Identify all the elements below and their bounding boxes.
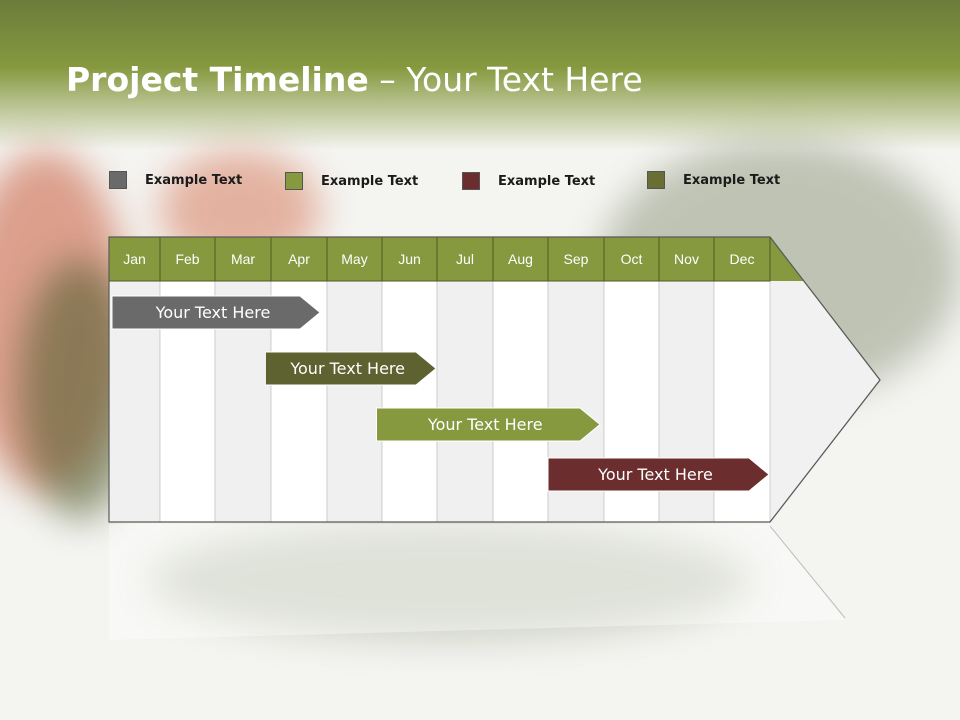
month-label-may: May: [341, 251, 368, 267]
month-label-oct: Oct: [620, 251, 643, 267]
month-column: [381, 280, 438, 523]
legend-label: Example Text: [321, 173, 419, 189]
task-label-4: Your Text Here: [598, 465, 713, 484]
legend-swatch: [647, 171, 665, 189]
legend-swatch: [109, 171, 127, 189]
legend-label: Example Text: [683, 172, 781, 188]
slide-title: Project Timeline – Your Text Here: [66, 60, 643, 99]
month-label-apr: Apr: [288, 251, 310, 267]
month-label-jun: Jun: [398, 251, 421, 267]
title-bold: Project Timeline: [66, 60, 369, 99]
legend-item-3: Example Text: [462, 172, 595, 190]
timeline-outline: [108, 236, 881, 523]
month-label-feb: Feb: [175, 251, 200, 267]
month-label-aug: Aug: [508, 251, 533, 267]
legend-label: Example Text: [145, 172, 243, 188]
timeline-reflection: [109, 524, 845, 640]
title-rest: – Your Text Here: [368, 60, 643, 99]
legend-swatch: [285, 172, 303, 190]
task-label-3: Your Text Here: [427, 415, 543, 434]
legend-label: Example Text: [498, 173, 596, 189]
month-column: [492, 280, 549, 523]
task-bar-3: [376, 407, 601, 442]
month-label-mar: Mar: [230, 251, 256, 267]
task-bar-4: [547, 457, 770, 492]
task-label-2: Your Text Here: [290, 359, 405, 378]
legend-item-2: Example Text: [285, 172, 418, 190]
reflection-edge: [769, 525, 846, 619]
header-band: [0, 0, 960, 150]
task-label-1: Your Text Here: [155, 303, 271, 322]
month-label-dec: Dec: [729, 251, 755, 267]
month-column: [436, 280, 494, 523]
legend-swatch: [462, 172, 480, 190]
month-label-sep: Sep: [563, 251, 589, 267]
month-label-jul: Jul: [456, 251, 474, 267]
legend-item-4: Example Text: [647, 171, 780, 189]
month-label-jan: Jan: [123, 251, 146, 267]
task-bar-2: [264, 351, 437, 386]
legend-item-1: Example Text: [109, 171, 242, 189]
month-column: [326, 280, 383, 523]
task-bar-1: [111, 295, 321, 330]
month-header-band: [109, 237, 770, 281]
month-label-nov: Nov: [674, 251, 699, 267]
